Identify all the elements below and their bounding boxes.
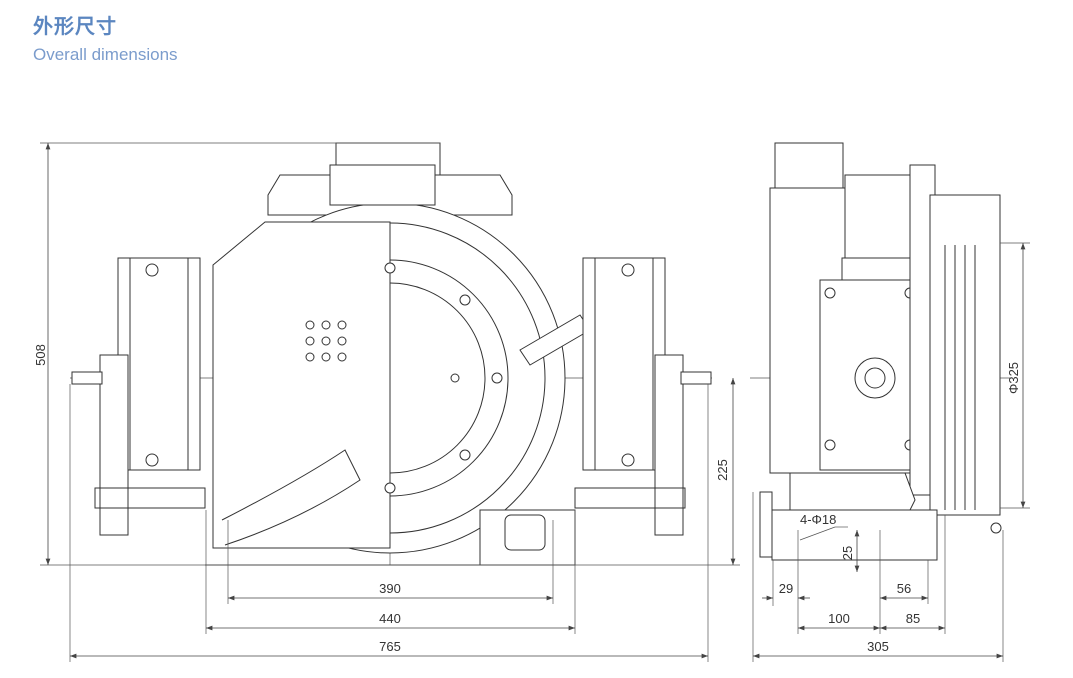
side-view	[750, 142, 1010, 561]
dim-56: 56	[897, 581, 911, 596]
dim-29: 29	[779, 581, 793, 596]
dim-85: 85	[906, 611, 920, 626]
dim-305: 305	[867, 639, 889, 654]
right-brake	[574, 257, 712, 536]
dim-765: 765	[379, 639, 401, 654]
title-english: Overall dimensions	[33, 45, 178, 64]
front-view	[70, 142, 712, 566]
dim-390: 390	[379, 581, 401, 596]
brake-cover	[212, 221, 391, 549]
dim-508: 508	[33, 344, 48, 366]
title-chinese: 外形尺寸	[33, 16, 117, 38]
dim-440: 440	[379, 611, 401, 626]
ventilation-holes	[305, 320, 347, 362]
dim-25: 25	[840, 546, 855, 560]
dim-100: 100	[828, 611, 850, 626]
dim-225: 225	[715, 459, 730, 481]
left-brake	[71, 257, 206, 536]
dim-holes: 4-Φ18	[800, 512, 836, 527]
front-dimensions: 508 225 390 440 765	[33, 142, 740, 662]
dim-sheave-diameter: Φ325	[1006, 362, 1021, 394]
side-dimensions: Φ325 4-Φ18 25 29 56 100 85 305	[752, 242, 1030, 662]
